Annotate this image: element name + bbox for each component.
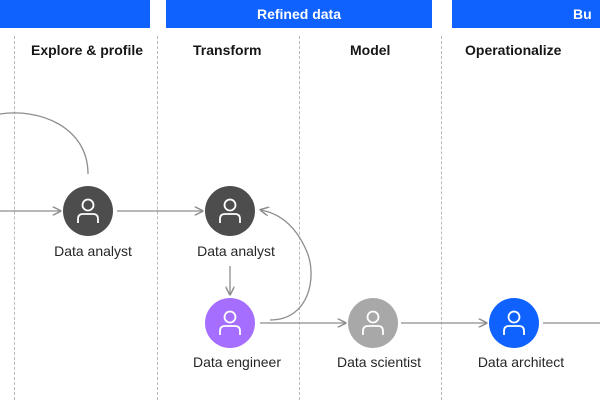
loop-engineer-to-analyst-2 <box>261 210 312 321</box>
phase-banner-refined-data-label: Refined data <box>256 6 341 22</box>
node-data-analyst-1 <box>63 186 113 236</box>
phase-banner-right-label: Bu <box>573 6 592 22</box>
node-data-analyst-2 <box>205 186 255 236</box>
stage-title-transform: Transform <box>193 42 262 58</box>
stage-divider-1 <box>14 36 15 400</box>
phase-banner-refined-data: Refined data <box>166 0 432 28</box>
stage-divider-2 <box>157 36 158 400</box>
node-data-engineer <box>205 298 255 348</box>
stage-title-operationalize: Operationalize <box>465 42 562 58</box>
role-label-data-analyst-2: Data analyst <box>197 243 275 259</box>
person-icon <box>503 310 525 335</box>
stage-divider-3 <box>299 36 300 400</box>
person-icon <box>362 310 384 335</box>
person-icon <box>219 310 241 335</box>
stage-title-model: Model <box>350 42 391 58</box>
loop-connector-top-left <box>0 112 89 175</box>
phase-banner-left <box>0 0 150 28</box>
role-label-data-architect: Data architect <box>477 354 565 370</box>
role-label-data-scientist: Data scientist <box>336 354 422 370</box>
node-data-architect <box>489 298 539 348</box>
role-label-data-engineer: Data engineer <box>193 354 281 370</box>
phase-banner-right: Bu <box>452 0 600 28</box>
person-icon <box>219 198 241 223</box>
stage-title-explore-profile: Explore & profile <box>31 42 144 58</box>
node-data-scientist <box>348 298 398 348</box>
stage-divider-4 <box>441 36 442 400</box>
person-icon <box>77 198 99 223</box>
role-label-data-analyst-1: Data analyst <box>54 243 132 259</box>
